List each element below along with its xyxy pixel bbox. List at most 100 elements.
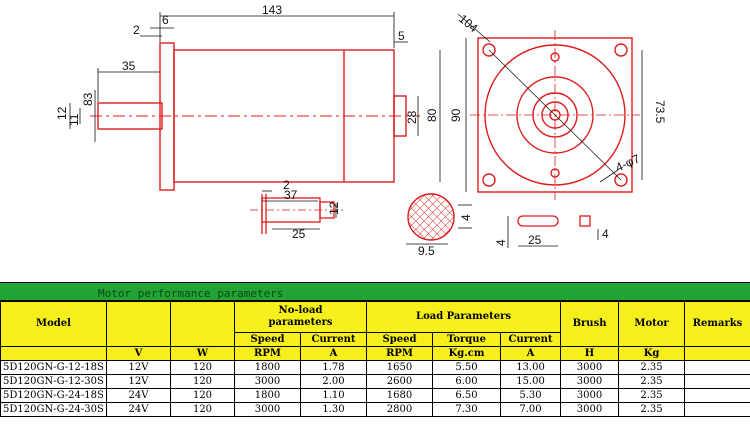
mount-hole	[614, 43, 628, 57]
motor-technical-drawing: 143 6 2 35 83 12 11 5 28 80 104 90 73.5 …	[55, 3, 667, 258]
cell-current: 15.00	[500, 374, 562, 389]
dim-key-25: 25	[528, 233, 542, 247]
unit-w: W	[170, 346, 235, 361]
unit-v: V	[106, 346, 171, 361]
header-load-speed: Speed	[366, 332, 434, 347]
unit-kgcm: Kg.cm	[432, 346, 502, 361]
dim-4-phi7: 4-φ7	[613, 151, 642, 174]
dim-73-5: 73.5	[653, 100, 667, 124]
cell-v: 12V	[106, 360, 171, 375]
dim-shaft-25: 25	[292, 227, 306, 241]
cell-speed: 2800	[366, 402, 434, 417]
header-remarks: Remarks	[684, 301, 750, 347]
dim-11: 11	[67, 113, 81, 126]
cell-motor: 2.35	[618, 360, 686, 375]
header-load-torque: Torque	[432, 332, 502, 347]
cell-model: 5D120GN-G-24-18S	[0, 388, 107, 403]
header-load: Load Parameters	[366, 301, 562, 333]
dim-shaft-37: 37	[284, 188, 298, 202]
cell-nl-speed: 1800	[234, 360, 301, 375]
unit-a: A	[299, 346, 368, 361]
dim-shaft-2: 2	[283, 178, 290, 192]
mount-hole	[482, 173, 496, 187]
cell-speed: 2600	[366, 374, 434, 389]
unit-rpm: RPM	[234, 346, 301, 361]
cell-nl-speed: 3000	[234, 402, 301, 417]
key-end	[579, 215, 591, 227]
cell-current: 7.00	[500, 402, 562, 417]
cell-current: 13.00	[500, 360, 562, 375]
table-title: Motor performance parameters	[98, 287, 284, 300]
dim-shaft-12: 12	[327, 201, 341, 215]
cell-motor: 2.35	[618, 374, 686, 389]
cell-nl-speed: 3000	[234, 374, 301, 389]
unit-kg: Kg	[618, 346, 686, 361]
cell-w: 120	[170, 360, 235, 375]
unit-a-load: A	[500, 346, 562, 361]
dim-80: 80	[425, 108, 439, 122]
units-row: V W RPM A RPM Kg.cm A H Kg	[0, 346, 750, 361]
cell-nl-current: 1.10	[299, 388, 368, 403]
cell-nl-current: 1.30	[299, 402, 368, 417]
dim-5: 5	[398, 29, 405, 43]
header-load-current: Current	[500, 332, 562, 347]
cell-brush: 3000	[560, 402, 620, 417]
dim-key-4-left: 4	[494, 239, 508, 246]
header-noload-line2: parameters	[268, 317, 333, 328]
dim-end-9-5: 9.5	[418, 244, 435, 258]
header-row-1: Model No-load parameters Load Parameters…	[0, 301, 750, 347]
dim-12: 12	[55, 106, 69, 120]
header-blank-v	[106, 301, 171, 347]
mount-hole	[614, 173, 628, 187]
cell-speed: 1650	[366, 360, 434, 375]
cell-torque: 7.30	[432, 402, 502, 417]
cell-v: 12V	[106, 374, 171, 389]
dim-143: 143	[262, 3, 282, 17]
dim-6: 6	[162, 13, 169, 27]
dim-83: 83	[81, 92, 95, 106]
cell-nl-current: 2.00	[299, 374, 368, 389]
header-brush: Brush	[560, 301, 620, 347]
cell-motor: 2.35	[618, 388, 686, 403]
cell-nl-speed: 1800	[234, 388, 301, 403]
cell-brush: 3000	[560, 374, 620, 389]
header-noload-line1: No-load	[278, 305, 323, 316]
cell-v: 24V	[106, 388, 171, 403]
cell-w: 120	[170, 402, 235, 417]
cell-model: 5D120GN-G-24-30S	[0, 402, 107, 417]
cell-remarks	[684, 388, 750, 403]
cell-remarks	[684, 402, 750, 417]
table-title-bar: Motor performance parameters	[0, 282, 750, 301]
unit-rpm-load: RPM	[366, 346, 434, 361]
unit-h: H	[560, 346, 620, 361]
header-model: Model	[0, 301, 107, 347]
cell-brush: 3000	[560, 388, 620, 403]
cell-current: 5.30	[500, 388, 562, 403]
header-motor: Motor	[618, 301, 686, 347]
cell-torque: 5.50	[432, 360, 502, 375]
cell-w: 120	[170, 374, 235, 389]
dim-28: 28	[405, 110, 419, 124]
dim-35: 35	[122, 59, 136, 73]
unit-blank-remarks	[684, 346, 750, 361]
header-row-2: Speed Current Speed Torque Current	[1, 332, 750, 347]
header-nl-speed: Speed	[234, 332, 301, 347]
dim-end-4: 4	[459, 214, 473, 221]
cell-nl-current: 1.78	[299, 360, 368, 375]
mount-hole	[482, 43, 496, 57]
performance-table-section: Motor performance parameters Model No-lo…	[0, 282, 750, 427]
performance-table: Model No-load parameters Load Parameters…	[0, 301, 750, 417]
cell-torque: 6.00	[432, 374, 502, 389]
dim-key-4-right: 4	[602, 227, 609, 241]
cell-torque: 6.50	[432, 388, 502, 403]
key-detail	[517, 215, 559, 227]
dim-90: 90	[449, 108, 463, 122]
cell-v: 24V	[106, 402, 171, 417]
header-nl-current: Current	[299, 332, 368, 347]
cell-remarks	[684, 360, 750, 375]
dim-2: 2	[133, 23, 140, 37]
